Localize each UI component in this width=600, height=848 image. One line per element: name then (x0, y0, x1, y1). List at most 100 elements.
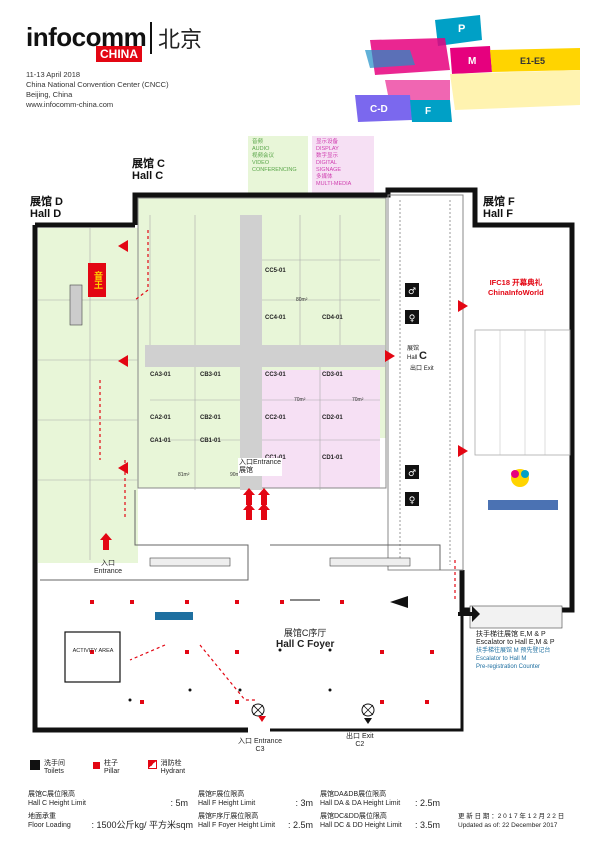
legend-video-en: VIDEO (252, 160, 270, 166)
mini-hall-p: P (458, 23, 465, 35)
booth-ca3-01[interactable]: CA3-01 (150, 372, 171, 378)
exit-c2-label[interactable]: 出口 Exit C2 (346, 733, 374, 749)
entrance-c-cn: 入口 (239, 459, 253, 466)
legend-multimedia-en: MULTI-MEDIA (316, 181, 352, 187)
hall-f-title: 展馆 F Hall F (483, 196, 515, 220)
booth-cd3-01[interactable]: CD3-01 (322, 372, 343, 378)
limit-hall-f-foyer: 展馆F序厅展位限高 Hall F Foyer Height Limit: 2.5… (198, 812, 313, 830)
audio-king-booth[interactable]: 音王 (88, 263, 106, 297)
hall-d-cn: 展馆 D (30, 196, 63, 208)
limit-hall-da-en: Hall DA & DA Height Limit (320, 800, 401, 807)
legend-toilets-cn: 洗手间 (44, 760, 65, 767)
booth-cd2-01-area: 70m² (352, 397, 364, 403)
event-date: 11-13 April 2018 (26, 70, 81, 79)
booth-cc4-01[interactable]: CC4-01 (265, 315, 286, 321)
entrance-c-hall: 展馆 (239, 467, 253, 474)
pillar-icon (93, 762, 100, 769)
entrance-hall-d-label[interactable]: 入口 Entrance (94, 560, 122, 576)
booth-cd4-01[interactable]: CD4-01 (322, 315, 343, 321)
svg-text:♂: ♂ (408, 287, 416, 297)
activity-area (64, 631, 121, 683)
entrance-hall-c-label[interactable]: 入口Entrance 展馆 (238, 458, 283, 476)
exit-c2-cn: 出口 (346, 733, 360, 740)
entrance-c3-label[interactable]: 入口 Entrance C3 (238, 738, 282, 754)
limit-hall-f-value: : 3m (295, 798, 313, 808)
booth-cb2-01[interactable]: CB2-01 (200, 415, 221, 421)
limit-hall-da-value: : 2.5m (414, 798, 440, 808)
updated-en: Updated as of: 22 December 2017 (458, 822, 558, 829)
booth-ca1-01[interactable]: CA1-01 (150, 438, 171, 444)
exit-c2-door-icon (361, 703, 375, 717)
booth-cc5-01[interactable]: CC5-01 (265, 268, 286, 274)
exit-c2-code: C2 (355, 741, 365, 748)
escalator-en: Escalator to Hall E,M & P (476, 639, 555, 646)
ifc-opening-ceremony: IFC18 开幕典礼 ChinaInfoWorld (488, 278, 544, 298)
booth-ca2-01[interactable]: CA2-01 (150, 415, 171, 421)
limit-hall-dc-en: Hall DC & DD Height Limit (320, 822, 402, 829)
booth-cd2-01[interactable]: CD2-01 (322, 415, 343, 421)
legend-signage-en: SIGNAGE (316, 167, 342, 173)
escalator-hall-d (69, 284, 83, 326)
limit-f-foyer-value: : 2.5m (287, 820, 313, 830)
legend-audio-cn: 音频 (252, 139, 264, 145)
hall-c-foyer-label: 展馆C序厅 Hall C Foyer (276, 628, 334, 650)
toilet-icon (405, 465, 419, 479)
toilet-icon (405, 310, 419, 324)
escalator-cn: 扶手梯往展馆 E,M & P (476, 631, 546, 638)
booth-cb1-01-area: 90m² (230, 472, 242, 478)
hall-c-en: Hall C (132, 170, 164, 182)
audio-category-legend: 音频 AUDIO 视频会议 VIDEO CONFERENCING (248, 136, 308, 194)
logo-beijing-text: 北京 (150, 22, 202, 54)
limit-hall-dc-value: : 3.5m (414, 820, 440, 830)
svg-text:♀: ♀ (409, 496, 416, 506)
entrance-c-en: Entrance (253, 459, 282, 466)
legend-conferencing-en: CONFERENCING (252, 167, 297, 173)
hall-c-exit-sign: 出口 Exit (410, 366, 434, 373)
limit-hall-da-cn: 展馆DA&DB展位限高 (320, 791, 387, 798)
escalator-to-e-m-p (469, 605, 563, 629)
limit-hall-f-en: Hall F Height Limit (198, 800, 256, 807)
legend-display-en: DISPLAY (316, 146, 339, 152)
svg-text:♀: ♀ (409, 314, 416, 324)
limit-hall-da: 展馆DA&DB展位限高 Hall DA & DA Height Limit : 2… (320, 790, 440, 808)
limit-floor-value: : 1500公斤kg/ 平方米sqm (91, 820, 193, 830)
hall-d-en: Hall D (30, 208, 62, 220)
booth-cb1-01[interactable]: CB1-01 (200, 438, 221, 444)
legend-hydrant-cn: 消防栓 (160, 760, 182, 767)
hall-c-sign-en: Hall (407, 355, 418, 361)
outer-wall-west (32, 225, 248, 733)
hall-c-sign-cn: 展馆 (407, 346, 420, 352)
legend-digital-en: DIGITAL (316, 160, 337, 166)
toilet-icon (405, 283, 419, 297)
limit-hall-f-cn: 展馆F展位限高 (198, 791, 245, 798)
escalator-m-cn: 扶手梯往展馆 M 预先登记台 (476, 648, 551, 654)
limit-floor-en: Floor Loading (28, 822, 71, 829)
ifc-en: ChinaInfoWorld (488, 288, 544, 297)
booth-cd1-01[interactable]: CD1-01 (322, 455, 343, 461)
logo-china-badge: CHINA (96, 46, 142, 62)
arrow-to-escalator-icon (458, 606, 480, 622)
legend-toilets-en: Toilets (44, 768, 64, 775)
preregistration-label: Pre-registration Counter (476, 664, 541, 670)
event-city: Beijing, China (26, 90, 73, 99)
limit-hall-c-cn: 展馆C展位限高 (28, 791, 76, 798)
svg-text:♂: ♂ (408, 469, 416, 479)
event-info: 11-13 April 2018 China National Conventi… (26, 70, 169, 100)
hall-f-cn: 展馆 F (483, 196, 515, 208)
hydrant-icon (147, 760, 157, 769)
booth-cb3-01[interactable]: CB3-01 (200, 372, 221, 378)
booth-cc2-01[interactable]: CC2-01 (265, 415, 286, 421)
event-url[interactable]: www.infocomm-china.com (26, 100, 114, 109)
legend-multimedia-cn: 多媒体 (316, 174, 333, 180)
limit-f-foyer-en: Hall F Foyer Height Limit (198, 822, 276, 829)
exit-c2-en: Exit (361, 733, 374, 740)
booth-cc3-01[interactable]: CC3-01 (265, 372, 286, 378)
hall-c-title: 展馆 C Hall C (132, 158, 165, 182)
hall-c-exit-en: Exit (423, 366, 434, 372)
limit-floor-loading: 地面承重 Floor Loading: 1500公斤kg/ 平方米sqm (28, 812, 193, 830)
entrance-c3-en: Entrance (253, 738, 282, 745)
entrance-d-en: Entrance (94, 568, 123, 575)
hall-c-sign: 展馆 Hall C (407, 346, 427, 362)
